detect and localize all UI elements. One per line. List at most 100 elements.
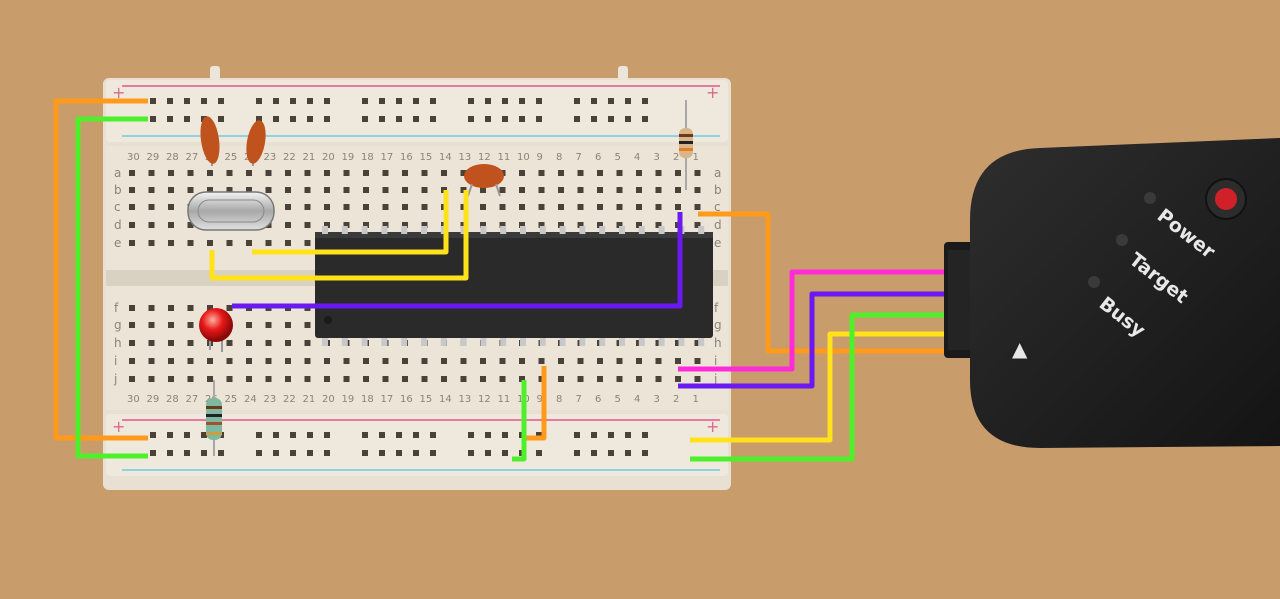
hole bbox=[324, 204, 330, 210]
hole bbox=[307, 450, 313, 456]
column-number: 2 bbox=[673, 394, 679, 405]
hole bbox=[362, 98, 368, 104]
column-number: 1 bbox=[693, 152, 699, 163]
chip-pin bbox=[559, 338, 566, 346]
chip-pin bbox=[401, 338, 408, 346]
hole bbox=[538, 222, 545, 228]
hole bbox=[324, 222, 330, 228]
hole bbox=[285, 322, 291, 328]
column-number: 28 bbox=[166, 394, 179, 405]
row-letter: b bbox=[114, 183, 122, 197]
hole bbox=[363, 187, 369, 193]
hole bbox=[694, 340, 701, 346]
chip-pin bbox=[698, 338, 705, 346]
column-number: 19 bbox=[342, 152, 355, 163]
hole bbox=[430, 432, 436, 438]
hole bbox=[574, 116, 580, 122]
row-letter: h bbox=[714, 336, 722, 350]
hole bbox=[150, 98, 156, 104]
crystal-oscillator bbox=[187, 191, 275, 231]
hole bbox=[362, 432, 368, 438]
hole bbox=[290, 432, 296, 438]
hole bbox=[246, 187, 252, 193]
hole bbox=[226, 240, 233, 246]
hole bbox=[616, 222, 623, 228]
hole bbox=[396, 116, 402, 122]
row-letter: d bbox=[714, 218, 722, 232]
hole bbox=[265, 376, 272, 382]
column-number: 23 bbox=[264, 152, 277, 163]
chip-pin bbox=[381, 226, 388, 234]
hole bbox=[675, 358, 681, 364]
hole bbox=[558, 376, 564, 382]
hole bbox=[694, 222, 701, 228]
hole bbox=[675, 376, 681, 382]
hole bbox=[285, 187, 291, 193]
chip-pin bbox=[500, 338, 507, 346]
hole bbox=[207, 358, 213, 364]
hole bbox=[168, 222, 174, 228]
hole bbox=[285, 376, 291, 382]
hole bbox=[363, 376, 369, 382]
hole bbox=[363, 222, 369, 228]
power-led bbox=[1144, 192, 1156, 204]
hole bbox=[307, 116, 313, 122]
hole bbox=[616, 170, 623, 176]
hole bbox=[636, 222, 642, 228]
hole bbox=[597, 204, 603, 210]
hole bbox=[201, 432, 207, 438]
hole bbox=[129, 340, 135, 346]
hole bbox=[129, 358, 135, 364]
chip-pin bbox=[381, 338, 388, 346]
hole bbox=[538, 358, 545, 364]
hole bbox=[538, 204, 545, 210]
hole bbox=[558, 358, 564, 364]
column-numbers-bottom: 3029282726252423222120191817161514131211… bbox=[127, 394, 699, 405]
top-power-rail bbox=[106, 80, 728, 142]
hole bbox=[290, 116, 296, 122]
hole bbox=[226, 340, 233, 346]
hole bbox=[148, 376, 155, 382]
hole bbox=[499, 187, 506, 193]
hole bbox=[675, 340, 681, 346]
column-number: 9 bbox=[537, 152, 543, 163]
hole bbox=[421, 358, 428, 364]
hole bbox=[597, 170, 603, 176]
hole bbox=[413, 98, 419, 104]
hole bbox=[168, 170, 174, 176]
hole bbox=[246, 376, 252, 382]
reset-button-cap[interactable] bbox=[1215, 188, 1237, 210]
hole bbox=[218, 98, 224, 104]
column-number: 18 bbox=[361, 394, 374, 405]
hole bbox=[307, 98, 313, 104]
hole bbox=[187, 222, 194, 228]
hole bbox=[148, 222, 155, 228]
hole bbox=[519, 187, 525, 193]
chip-pin bbox=[579, 338, 586, 346]
hole bbox=[187, 305, 194, 311]
hole bbox=[246, 322, 252, 328]
hole bbox=[129, 170, 135, 176]
hole bbox=[307, 432, 313, 438]
column-number: 15 bbox=[420, 394, 433, 405]
hole bbox=[304, 322, 311, 328]
bottom-power-rail bbox=[106, 414, 728, 476]
chip-pin bbox=[361, 226, 368, 234]
hole bbox=[421, 222, 428, 228]
hole bbox=[502, 450, 508, 456]
hole bbox=[597, 358, 603, 364]
chip-pin bbox=[599, 338, 606, 346]
hole bbox=[201, 98, 207, 104]
hole bbox=[642, 116, 648, 122]
column-number: 14 bbox=[439, 152, 452, 163]
chip-pin bbox=[460, 338, 467, 346]
column-number: 29 bbox=[147, 152, 160, 163]
chip-pin bbox=[401, 226, 408, 234]
hole bbox=[304, 170, 311, 176]
column-number: 18 bbox=[361, 152, 374, 163]
hole bbox=[343, 170, 350, 176]
hole bbox=[591, 432, 597, 438]
hole bbox=[655, 170, 662, 176]
hole bbox=[150, 432, 156, 438]
